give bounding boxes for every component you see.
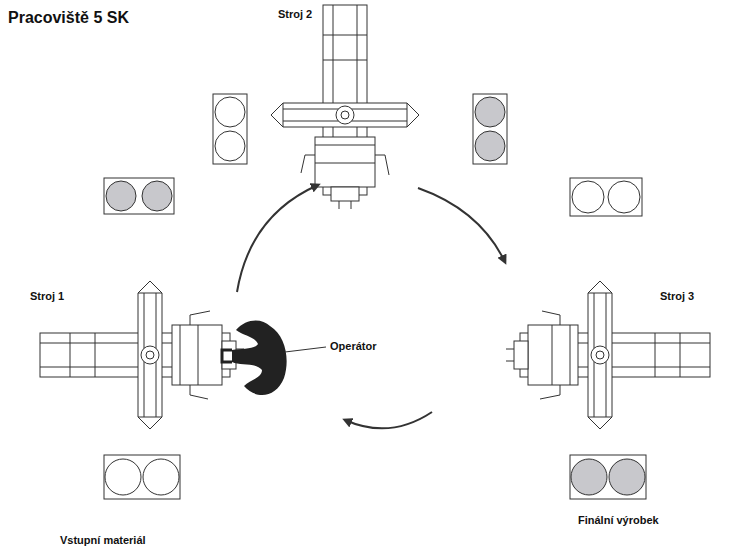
machine-3 [506,281,710,429]
machine-2 [271,5,419,209]
operator-figure [222,320,287,395]
pallets [104,94,646,499]
machine-1 [40,281,244,429]
machine-label: Stroj 2 [278,8,312,21]
output-label: Finální výrobek [578,514,659,527]
operator-label: Operátor [330,340,376,353]
input-label: Vstupní materiál [60,534,146,547]
machine-label: Stroj 3 [660,290,694,303]
flow-arrows [237,185,505,428]
diagram-title: Pracoviště 5 SK [8,8,129,27]
leader-line [285,347,326,352]
machine-label: Stroj 1 [30,290,64,303]
